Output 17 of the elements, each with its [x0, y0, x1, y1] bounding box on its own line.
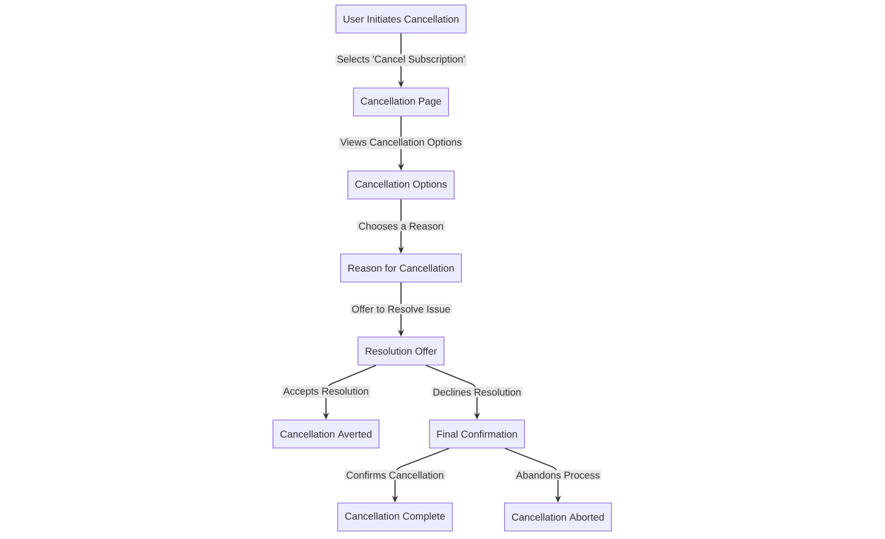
process-box: Cancellation Averted [272, 420, 380, 448]
process-box: Resolution Offer [358, 336, 444, 366]
process-box: Cancellation Page [353, 88, 449, 116]
edge-label: Offer to Resolve Issue [350, 304, 452, 314]
edge-label: Declines Resolution [431, 386, 523, 398]
process-box: Cancellation Options [347, 170, 455, 200]
process-box: Cancellation Aborted [504, 502, 612, 532]
edge-label: Chooses a Reason [356, 220, 446, 232]
process-box: Cancellation Complete [337, 502, 453, 532]
edge-label: Accepts Resolution [282, 386, 370, 398]
edge-label: Abandons Process [514, 470, 602, 480]
process-box: Reason for Cancellation [340, 254, 462, 282]
edge-label: Confirms Cancellation [344, 470, 446, 480]
edge-label: Selects 'Cancel Subscription' [335, 54, 467, 66]
process-box: User Initiates Cancellation [336, 4, 466, 34]
edge-label: Views Cancellation Options [338, 136, 464, 150]
process-box: Final Confirmation [429, 420, 525, 448]
